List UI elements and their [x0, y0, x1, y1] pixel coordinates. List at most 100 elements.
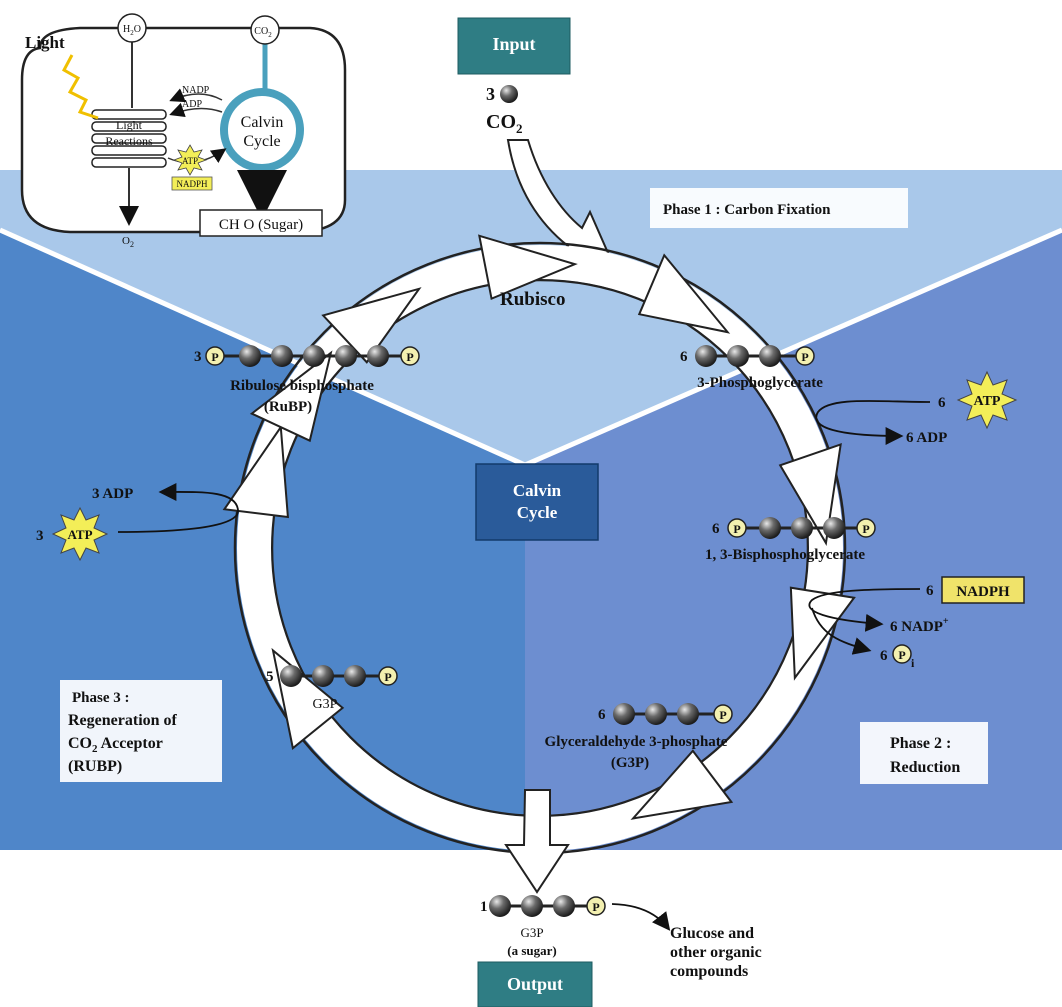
nadph-in-label: NADPH — [956, 584, 1010, 600]
ring-arrowheads — [222, 234, 856, 820]
phosphate-label: P — [406, 350, 413, 364]
carbon-atom-icon — [303, 345, 325, 367]
carbon-atom-icon — [677, 703, 699, 725]
carbon-atom-icon — [613, 703, 635, 725]
g3p5-molecule: 5 P G3P — [266, 665, 398, 712]
inset-light-label: Light — [25, 33, 65, 52]
p-circle-icon — [378, 666, 398, 686]
lightning-bolt-icon — [61, 54, 99, 120]
inset-h2o-label: H2O — [123, 24, 141, 37]
carbon-atom-icon — [367, 345, 389, 367]
inset-nadp-arrow — [169, 88, 223, 103]
p-circle-icon — [856, 518, 876, 538]
phase3-label-4: (RUBP) — [68, 758, 122, 775]
carbon-atom-icon — [695, 345, 717, 367]
thylakoid-stack — [91, 109, 167, 168]
products-line-2: other organic — [670, 944, 762, 961]
rubp-molecule: 3 P P Ribulose bisphosphate (RuBP) — [194, 345, 420, 415]
carbon-atom-icon — [280, 665, 302, 687]
g3p1-name-1: G3P — [520, 925, 543, 940]
phosphate-label: P — [862, 522, 869, 536]
carbon-atom-icon — [727, 345, 749, 367]
inset-sugar-box — [199, 209, 323, 237]
input-label: Input — [492, 34, 535, 54]
input-box — [457, 17, 571, 75]
carbon-atom-icon — [823, 517, 845, 539]
inset-sugar-label: CH O (Sugar) — [219, 217, 303, 233]
cycle-arrowhead — [778, 442, 842, 546]
atp-consumption-arrow — [815, 400, 931, 445]
atp-in-count: 6 — [938, 395, 946, 411]
rubp-name-2: (RuBP) — [264, 399, 312, 415]
g3p6-name-2: (G3P) — [611, 755, 649, 771]
regen-atp-star-icon — [51, 506, 109, 562]
center-calvin-box — [475, 463, 599, 541]
g3p5-count: 5 — [266, 669, 274, 685]
phase3-label-1: Phase 3 : — [72, 690, 130, 706]
inset-calvin-label-2: Cycle — [243, 133, 280, 150]
pga-name: 3-Phosphoglycerate — [697, 375, 823, 391]
nadph-consumption-arrow — [808, 588, 921, 632]
p-circle-icon — [727, 518, 747, 538]
phase2-label-1: Phase 2 : — [890, 735, 951, 752]
pi-release-arrow — [811, 607, 872, 655]
p-circle-icon — [205, 346, 225, 366]
inset-adp-arrow — [169, 102, 223, 118]
nadp-out-label: 6 NADP+ — [890, 616, 949, 635]
light-reactions-label-2: Reactions — [105, 134, 153, 148]
products-line-1: Glucose and — [670, 925, 754, 942]
atp-in-label: ATP — [974, 394, 1001, 409]
output-arrow — [504, 789, 570, 894]
carbon-atom-icon — [271, 345, 293, 367]
inset-co2-label: CO2 — [254, 26, 272, 39]
atp-star-icon — [956, 370, 1018, 430]
center-label-2: Cycle — [517, 503, 558, 522]
input-carbon-icon — [500, 85, 518, 103]
phosphate-label: P — [898, 648, 905, 662]
output-label: Output — [507, 974, 563, 994]
carbon-atom-icon — [335, 345, 357, 367]
pga-molecule: 6 P 3-Phosphoglycerate — [680, 345, 823, 391]
cycle-arrowhead — [249, 350, 333, 443]
p-circle-icon — [713, 704, 733, 724]
carbon-atom-icon — [489, 895, 511, 917]
top-panel — [0, 170, 1062, 465]
g3p1-name-2: (a sugar) — [507, 943, 556, 958]
carbon-atom-icon — [239, 345, 261, 367]
phosphate-label: P — [211, 350, 218, 364]
carbon-atom-icon — [759, 345, 781, 367]
phase3-box — [60, 680, 222, 782]
inset-calvin-label-1: Calvin — [241, 114, 284, 131]
phase3-label-3: CO2 Acceptor — [68, 735, 163, 755]
carbon-atom-icon — [312, 665, 334, 687]
phosphate-label: P — [384, 670, 391, 684]
phase1-label: Phase 1 : Carbon Fixation — [663, 202, 831, 218]
phase2-label-2: Reduction — [890, 759, 960, 776]
product-arrow — [611, 903, 671, 931]
regen-atp-count: 3 — [36, 528, 44, 544]
g3p1-molecule: 1 P G3P (a sugar) — [480, 895, 606, 958]
inset-atp-label: ATP — [182, 156, 198, 166]
input-molecule: CO2 — [486, 111, 523, 136]
regen-atp-arrow — [117, 482, 239, 533]
nadph-in-count: 6 — [926, 583, 934, 599]
g3p5-name: G3P — [313, 697, 338, 712]
bpg-name: 1, 3-Bisphosphoglycerate — [705, 547, 865, 563]
inset-co2-circle — [250, 15, 280, 45]
g3p6-name-1: Glyceraldehyde 3-phosphate — [545, 734, 728, 750]
g3p6-count: 6 — [598, 707, 606, 723]
inset-adp-label: ADP — [182, 99, 202, 110]
light-reactions-label-1: Light — [116, 118, 143, 132]
regen-adp-label: 3 ADP — [92, 486, 133, 502]
regen-atp-label: ATP — [67, 527, 92, 542]
inset-nadp-label: NADP — [182, 85, 210, 96]
cycle-arrowhead — [321, 287, 422, 364]
inset-atp-icon — [172, 144, 208, 176]
center-label-1: Calvin — [513, 481, 562, 500]
adp-out-label: 6 ADP — [906, 430, 947, 446]
phase1-box — [650, 188, 908, 228]
carbon-atom-icon — [645, 703, 667, 725]
p-circle-icon — [795, 346, 815, 366]
